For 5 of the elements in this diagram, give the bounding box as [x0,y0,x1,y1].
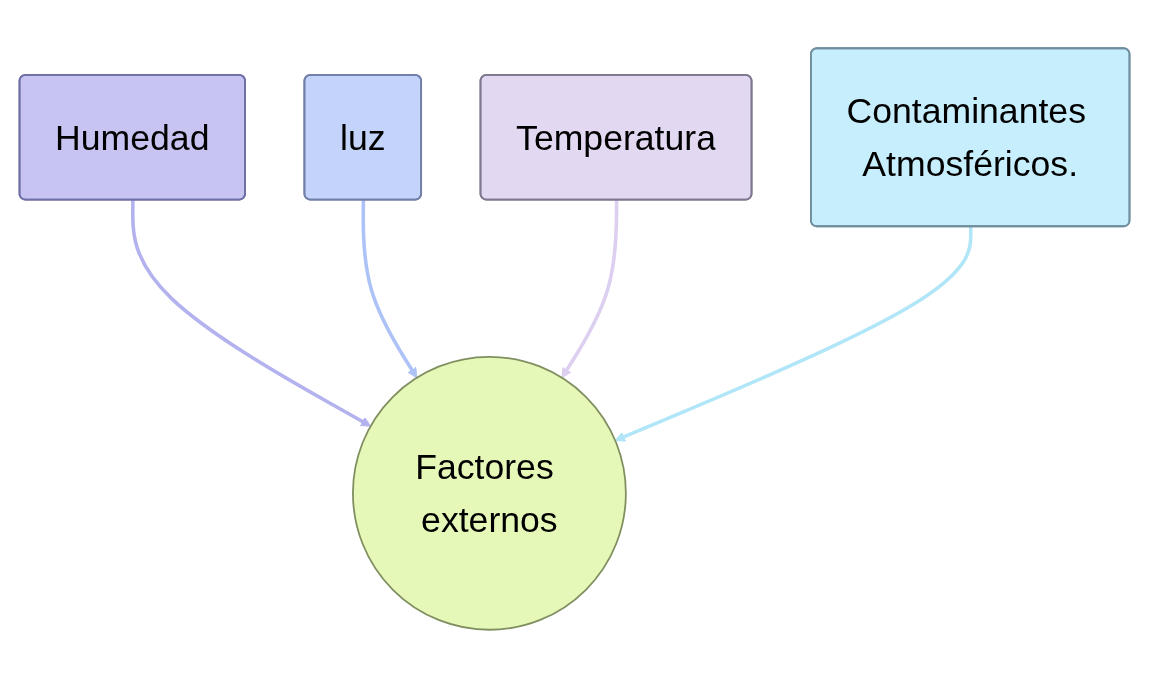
arrow [361,200,418,379]
arrow [561,200,619,379]
arrow [614,226,973,442]
arrow [131,200,372,427]
node-circle: Factores externos [352,355,627,631]
